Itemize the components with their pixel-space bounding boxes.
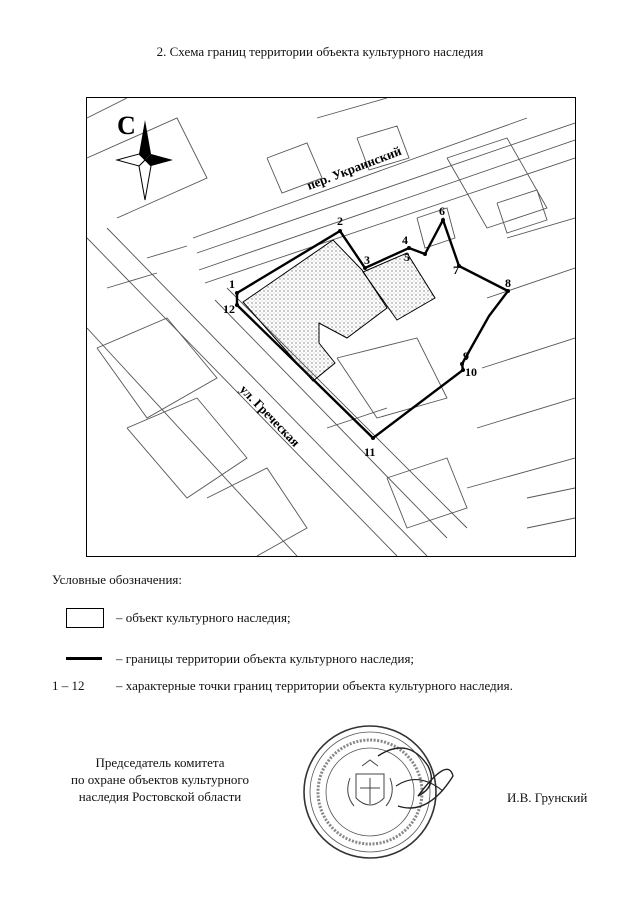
legend-points-text: – характерные точки границ территории об…: [116, 678, 513, 693]
page-title: 2. Схема границ территории объекта культ…: [156, 44, 484, 59]
point-label-2: 2: [337, 214, 343, 228]
signer-name: И.В. Грунский: [507, 790, 588, 805]
legend-heading: Условные обозначения:: [52, 572, 183, 587]
legend-boundary-symbol: [66, 657, 102, 660]
map-drawing: 1 2 3 4 5 6 7 8 9 10 11 12 пер. Украинск…: [87, 98, 575, 556]
point-label-5: 5: [404, 250, 410, 264]
point-label-4: 4: [402, 233, 408, 247]
point-label-12: 12: [223, 302, 235, 316]
point-label-8: 8: [505, 276, 511, 290]
legend-boundary-text: – границы территории объекта культурного…: [116, 651, 415, 666]
signer-position: Председатель комитета по охране объектов…: [40, 754, 280, 805]
point-label-1: 1: [229, 277, 235, 291]
boundary-vertices: [235, 218, 510, 440]
handwritten-signature: [377, 747, 454, 809]
point-label-9: 9: [463, 349, 469, 363]
heritage-object-wing: [362, 252, 436, 321]
boundary-map: 1 2 3 4 5 6 7 8 9 10 11 12 пер. Украинск…: [86, 97, 576, 557]
point-label-7: 7: [453, 263, 459, 277]
north-arrow-icon: [115, 120, 173, 201]
official-seal-stamp: [303, 725, 454, 859]
point-label-11: 11: [364, 445, 375, 459]
heritage-object: [242, 239, 388, 382]
legend-points-symbol: 1 – 12: [52, 678, 85, 693]
point-label-3: 3: [364, 253, 370, 267]
north-label: С: [117, 111, 136, 140]
map-street-lines: [87, 98, 575, 556]
street-label-grecheskaya: ул. Греческая: [237, 382, 303, 450]
legend-object-symbol: [66, 608, 104, 628]
signer-line: по охране объектов культурного: [71, 772, 249, 787]
coat-of-arms-icon: [347, 759, 393, 807]
territory-boundary: [235, 217, 510, 440]
signer-line: Председатель комитета: [95, 755, 225, 770]
point-label-6: 6: [439, 204, 445, 218]
point-label-10: 10: [465, 365, 477, 379]
signer-line: наследия Ростовской области: [78, 789, 242, 804]
legend-object-text: – объект культурного наследия;: [116, 610, 291, 625]
